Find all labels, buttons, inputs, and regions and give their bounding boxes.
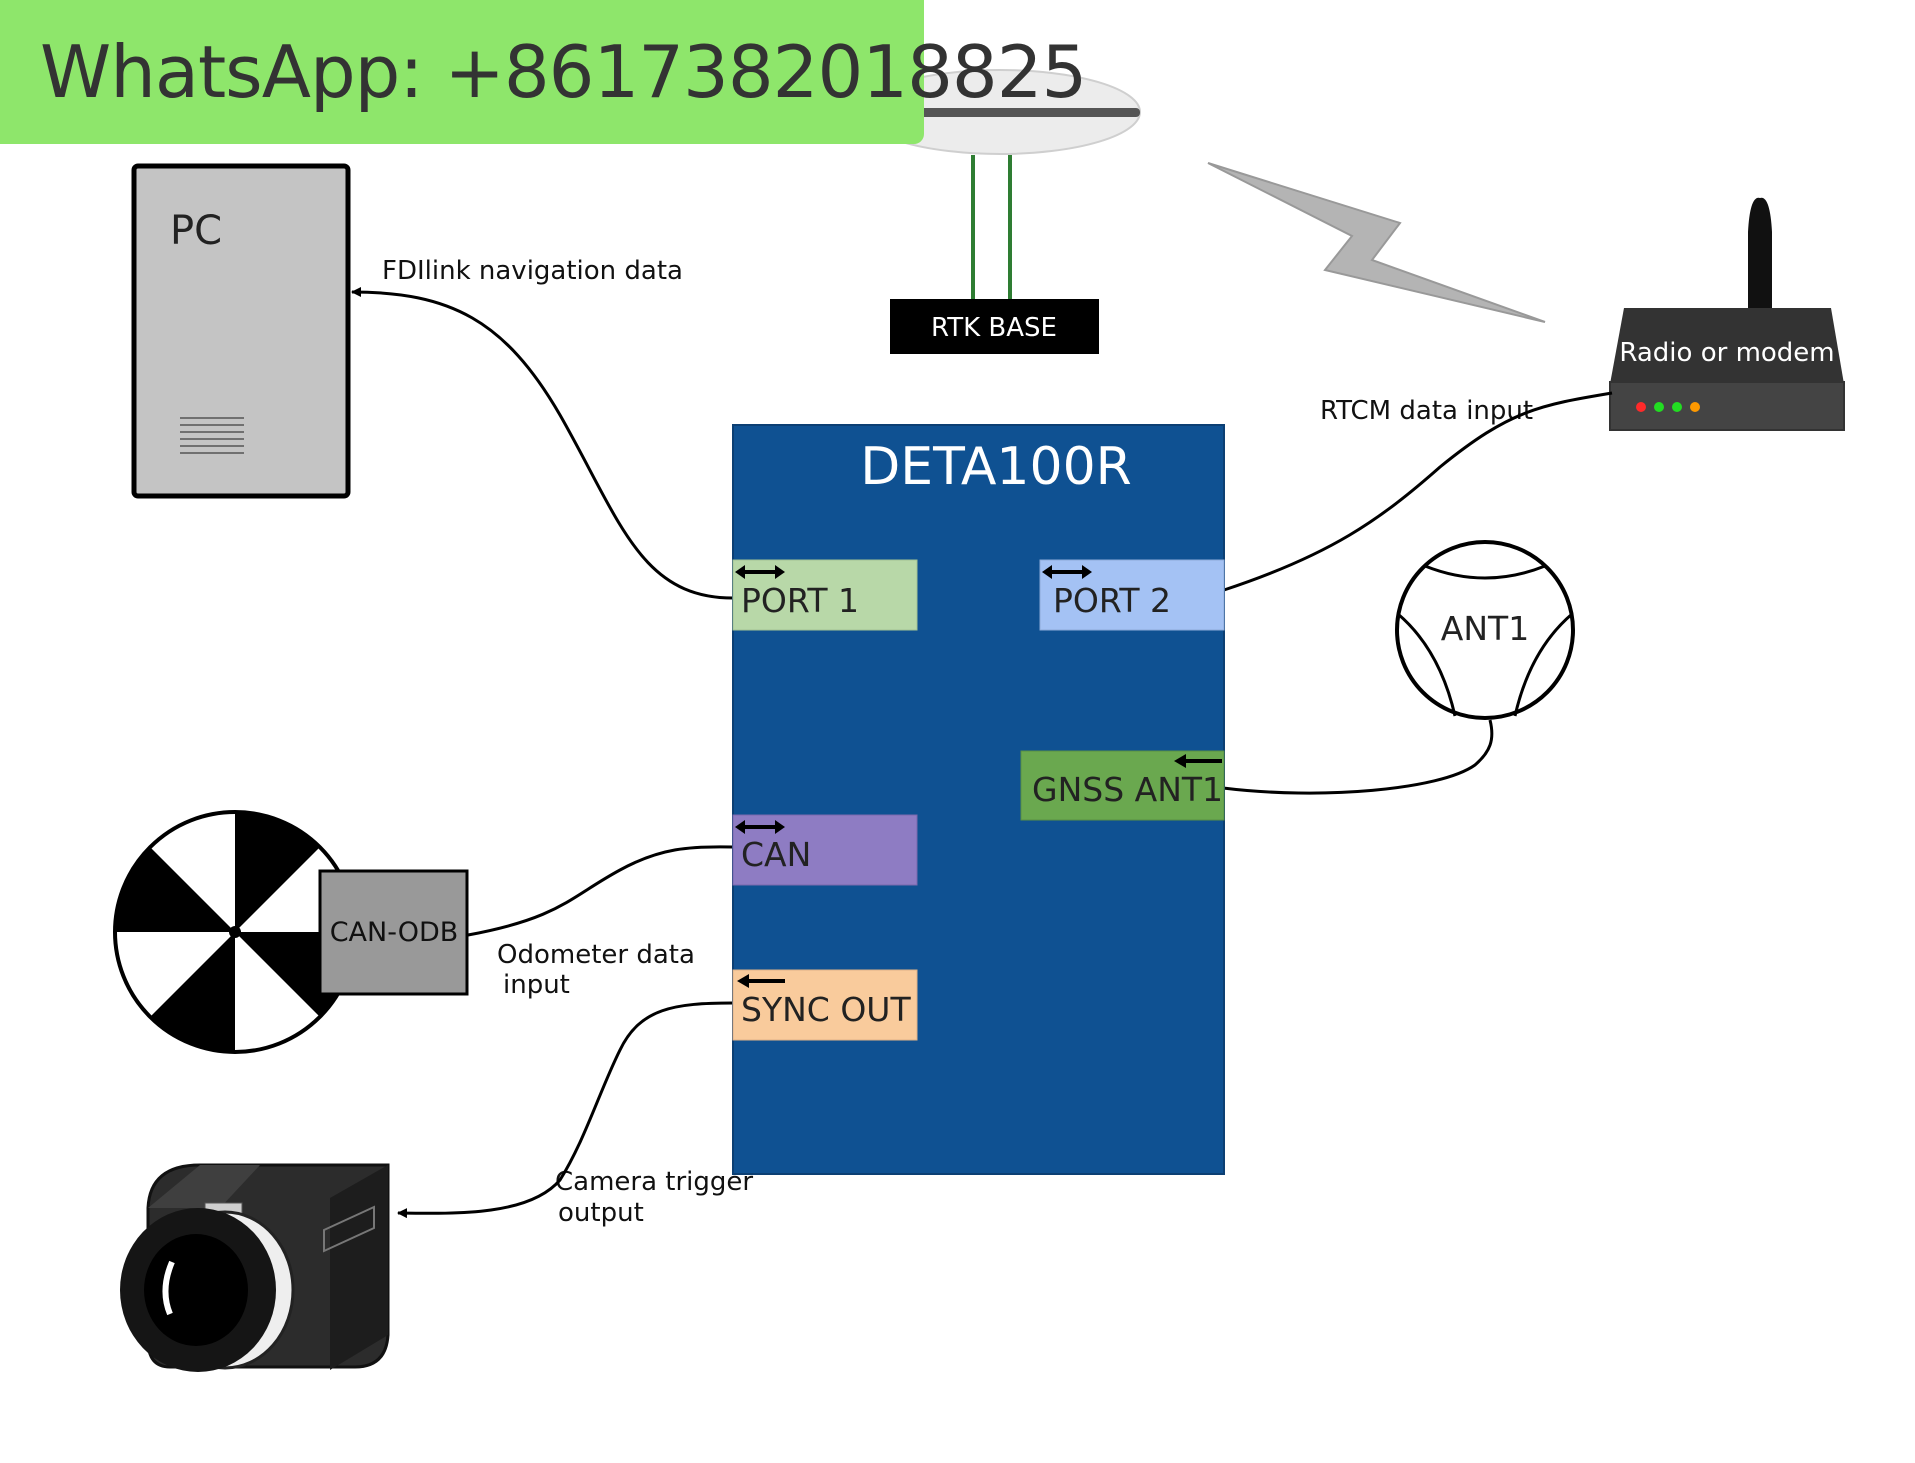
- can-connection-line: [467, 845, 734, 937]
- pc-connection-label: FDIlink navigation data: [382, 256, 683, 286]
- bidirectional-arrow-icon: [735, 565, 785, 579]
- camera-connection-line: [397, 1001, 734, 1219]
- pc-connection-line: [351, 287, 734, 600]
- rtcm-connection-line: [1223, 391, 1613, 592]
- led-green-icon: [1672, 402, 1682, 412]
- output-arrow-icon: [737, 974, 785, 988]
- odometer-connection-label-line2: input: [503, 970, 570, 1000]
- camera-connection-label-line2: output: [558, 1198, 644, 1228]
- pc-tower-icon: [131, 163, 351, 499]
- rtk-antenna-icon: [859, 69, 1141, 300]
- rtcm-connection-label: RTCM data input: [1320, 396, 1533, 426]
- antenna-ball-icon: [1395, 540, 1575, 720]
- bidirectional-arrow-icon: [735, 820, 785, 834]
- module-title: DETA100R: [860, 437, 1132, 497]
- can-port: CAN: [732, 814, 918, 886]
- led-red-icon: [1636, 402, 1646, 412]
- odometer-wheel-icon: [113, 810, 357, 1054]
- port-2: PORT 2: [1039, 559, 1225, 631]
- radio-label: Radio or modem: [1619, 338, 1834, 368]
- gnss-antenna-line: [1222, 719, 1494, 795]
- rtk-base-box: RTK BASE: [890, 299, 1099, 354]
- rtk-base-label: RTK BASE: [931, 313, 1057, 343]
- ant1-label: ANT1: [1441, 609, 1529, 648]
- whatsapp-banner: WhatsApp: +8617382018825: [0, 0, 1087, 144]
- can-odb-box: CAN-ODB: [318, 869, 469, 996]
- sync-out-label: SYNC OUT: [741, 990, 911, 1029]
- camera-icon: [120, 1163, 390, 1372]
- port-1: PORT 1: [732, 559, 918, 631]
- camera-connection-label-line1: Camera trigger: [555, 1167, 753, 1197]
- port-1-label: PORT 1: [741, 581, 859, 620]
- input-arrow-icon: [1174, 754, 1222, 768]
- led-orange-icon: [1690, 402, 1700, 412]
- radio-modem-icon: [1609, 197, 1845, 431]
- bidirectional-arrow-icon: [1042, 565, 1092, 579]
- gnss-ant1-port: GNSS ANT1: [1020, 750, 1225, 821]
- lightning-bolt-icon: [1207, 162, 1546, 323]
- whatsapp-contact-text: WhatsApp: +8617382018825: [40, 30, 1087, 114]
- can-odb-label: CAN-ODB: [330, 917, 459, 948]
- sync-out-port: SYNC OUT: [732, 969, 918, 1041]
- odometer-connection-label-line1: Odometer data: [497, 940, 695, 970]
- port-2-label: PORT 2: [1053, 581, 1171, 620]
- led-green-icon: [1654, 402, 1664, 412]
- can-label: CAN: [741, 835, 811, 874]
- pc-label: PC: [170, 208, 222, 254]
- gnss-ant1-label: GNSS ANT1: [1032, 770, 1223, 809]
